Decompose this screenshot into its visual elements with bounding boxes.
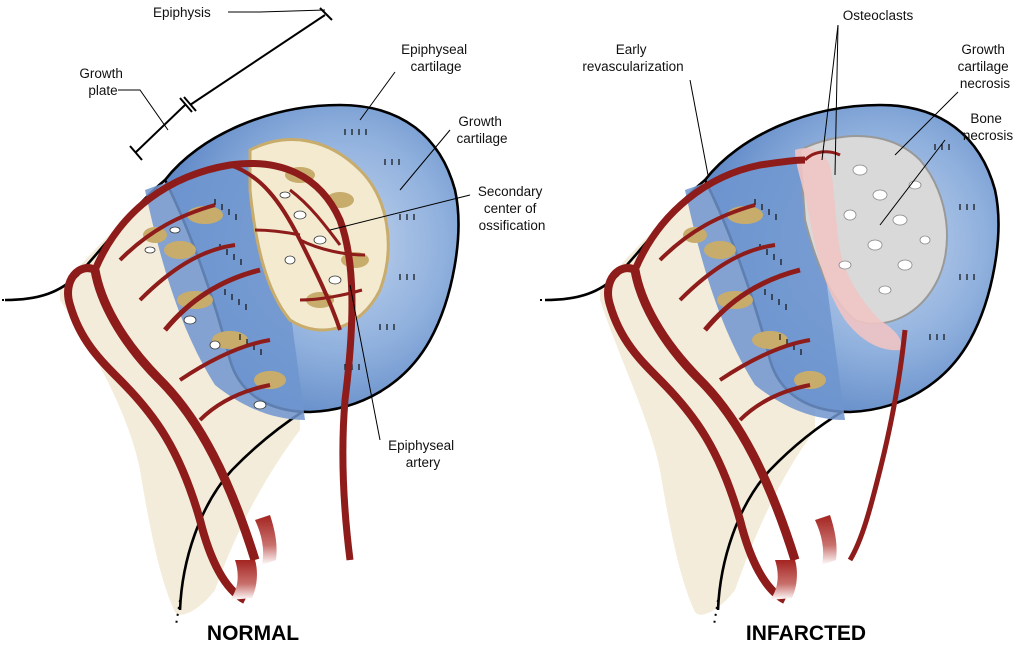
- arteries-infarcted: [604, 150, 908, 604]
- normal-panel: Epiphysis Growth plate Epiphyseal cartil…: [2, 5, 546, 645]
- leaders-normal: [118, 9, 471, 441]
- label-epiphyseal-artery: Epiphyseal artery: [388, 438, 458, 470]
- title-infarcted: INFARCTED: [746, 622, 866, 645]
- outline-dots-bottom-infarcted: [713, 599, 719, 626]
- label-epiphyseal-cartilage: Epiphyseal cartilage: [401, 42, 471, 74]
- label-growth-cartilage: Growth cartilage: [456, 114, 507, 146]
- label-early-revascularization: Early revascularization: [582, 42, 683, 74]
- label-bone-necrosis: Bone necrosis: [963, 111, 1014, 143]
- shaft-outline-lower: [178, 408, 306, 611]
- label-growth-plate: Growth plate: [79, 66, 126, 98]
- marrow-spaces-normal: [144, 191, 342, 410]
- growth-plate-bracket: [129, 97, 193, 161]
- label-epiphysis: Epiphysis: [153, 5, 211, 20]
- label-secondary-center: Secondary center of ossification: [478, 184, 546, 233]
- title-normal: NORMAL: [207, 622, 299, 645]
- label-osteoclasts: Osteoclasts: [843, 8, 914, 23]
- vessel-end-right-normal: [255, 515, 277, 565]
- marrow-spaces-necrotic: [838, 164, 931, 295]
- epiphysis-bracket: [183, 7, 333, 112]
- revascularization-zone: [795, 148, 902, 351]
- arteries-normal: [64, 160, 366, 604]
- leaders-infarcted: [689, 24, 959, 226]
- infarcted-panel: Early revascularization Osteoclasts Grow…: [540, 8, 1013, 645]
- vessel-end-left-normal: [230, 560, 257, 600]
- outline-dots-bottom: [175, 599, 181, 626]
- label-growth-cartilage-necrosis: Growth cartilage necrosis: [958, 42, 1013, 91]
- vessel-end-left-infarcted: [770, 560, 797, 600]
- vessel-end-right-infarcted: [815, 515, 837, 565]
